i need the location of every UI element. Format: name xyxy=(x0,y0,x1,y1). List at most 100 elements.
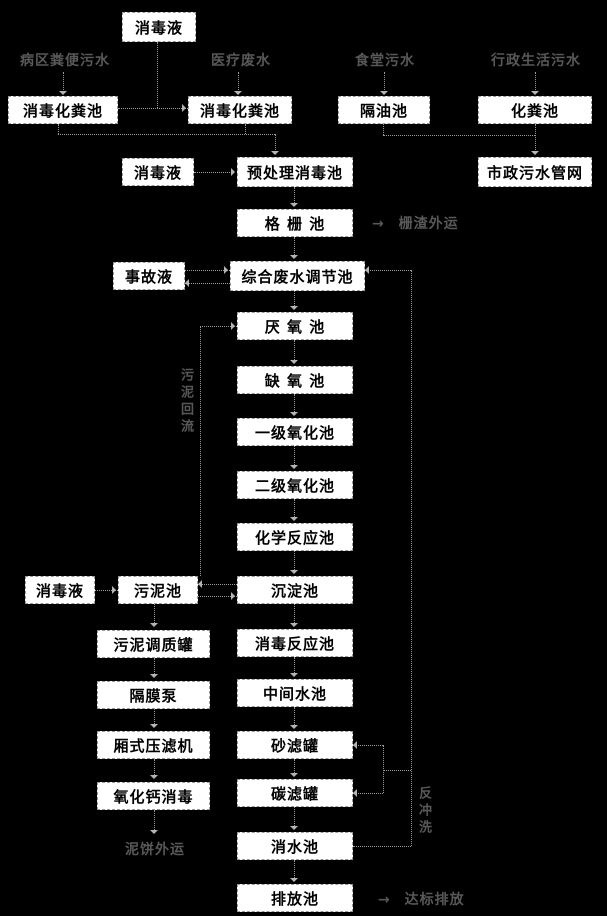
connector xyxy=(200,326,201,576)
node-accident: 事故液 xyxy=(113,262,185,290)
arrowhead xyxy=(290,465,298,469)
annotation-backwash: 反冲洗 xyxy=(416,786,431,837)
connector xyxy=(200,326,237,327)
arrowhead xyxy=(59,91,67,95)
annotation-screen-residue: → 栅渣外运 xyxy=(372,216,459,232)
arrowhead xyxy=(290,203,298,207)
connector xyxy=(294,707,295,727)
node-discharge: 排放池 xyxy=(237,884,353,912)
source-label-ward-fecal: 病区粪便污水 xyxy=(20,53,110,69)
connector xyxy=(294,807,295,828)
connector xyxy=(383,770,411,771)
node-anoxic: 缺 氧 池 xyxy=(237,366,353,394)
arrowhead xyxy=(290,773,298,777)
node-septic-b: 消毒化粪池 xyxy=(188,96,292,124)
connector xyxy=(58,134,275,135)
arrowhead xyxy=(185,279,189,287)
connector xyxy=(198,584,237,585)
connector xyxy=(353,745,383,746)
arrowhead xyxy=(198,580,202,588)
connector xyxy=(411,270,412,846)
node-diaphragm-pump: 隔膜泵 xyxy=(97,681,210,709)
connector xyxy=(294,291,295,308)
arrowhead xyxy=(290,412,298,416)
node-sludge-tank: 污泥池 xyxy=(118,576,198,604)
source-label-admin: 行政生活污水 xyxy=(491,53,581,69)
connector xyxy=(294,340,295,362)
connector xyxy=(154,658,155,676)
node-sand-filter: 砂滤罐 xyxy=(237,731,353,759)
connector xyxy=(294,446,295,467)
node-oxidation2: 二级氧化池 xyxy=(237,471,353,499)
arrowhead xyxy=(150,775,158,779)
node-pretreat: 预处理消毒池 xyxy=(237,157,353,187)
connector xyxy=(294,759,295,775)
arrowhead xyxy=(231,592,235,600)
connector xyxy=(185,270,230,271)
node-disinfectant-mid: 消毒液 xyxy=(122,158,194,186)
node-disinfectant-left: 消毒液 xyxy=(25,576,95,604)
connector xyxy=(157,42,158,108)
connector xyxy=(154,604,155,625)
node-grid: 格 栅 池 xyxy=(237,209,353,237)
node-clear-water: 消水池 xyxy=(237,832,353,860)
connector xyxy=(294,187,295,205)
connector xyxy=(294,237,295,257)
connector xyxy=(294,860,295,880)
connector xyxy=(383,135,535,136)
arrowhead xyxy=(290,725,298,729)
connector xyxy=(353,793,383,794)
connector xyxy=(535,72,536,94)
node-carbon-filter: 碳滤罐 xyxy=(237,779,353,807)
connector xyxy=(95,590,118,591)
arrowhead xyxy=(290,826,298,830)
connector xyxy=(154,709,155,726)
node-chemical: 化学反应池 xyxy=(237,523,353,551)
arrowhead xyxy=(290,360,298,364)
arrowhead xyxy=(290,623,298,627)
source-label-medical: 医疗废水 xyxy=(211,53,271,69)
arrowhead xyxy=(290,517,298,521)
arrow-glyph: → xyxy=(378,892,391,908)
arrowhead xyxy=(231,322,235,330)
node-oxidation1: 一级氧化池 xyxy=(237,418,353,446)
node-septic-a: 消毒化粪池 xyxy=(8,96,118,124)
arrowhead xyxy=(531,151,539,155)
arrowhead xyxy=(290,255,298,259)
arrowhead xyxy=(150,623,158,627)
arrowhead xyxy=(290,878,298,882)
arrowhead xyxy=(150,830,158,834)
node-grease-trap: 隔油池 xyxy=(338,96,430,124)
connector xyxy=(198,596,237,597)
connector xyxy=(294,394,295,414)
node-disinfectant-top: 消毒液 xyxy=(122,12,196,42)
arrowhead xyxy=(353,741,357,749)
arrowhead xyxy=(290,306,298,310)
connector xyxy=(245,124,246,134)
node-regulating: 综合废水调节池 xyxy=(230,261,365,291)
connector xyxy=(294,499,295,519)
node-septic-c: 化粪池 xyxy=(478,96,592,124)
node-disinfect-reaction: 消毒反应池 xyxy=(237,629,353,657)
connector xyxy=(194,172,232,173)
arrowhead xyxy=(365,266,369,274)
connector xyxy=(238,72,239,94)
connector xyxy=(383,745,384,793)
source-label-canteen: 食堂污水 xyxy=(355,53,415,69)
connector xyxy=(185,283,230,284)
connector xyxy=(275,134,276,154)
arrowhead xyxy=(150,724,158,728)
annotation-standard-discharge: → 达标排放 xyxy=(378,892,465,908)
connector xyxy=(535,124,536,154)
arrowhead xyxy=(271,151,279,155)
arrowhead xyxy=(380,91,388,95)
connector xyxy=(353,846,411,847)
arrowhead xyxy=(182,104,186,112)
node-sludge-conditioning: 污泥调质罐 xyxy=(97,630,210,658)
arrowhead xyxy=(531,91,539,95)
connector xyxy=(383,124,384,135)
arrowhead xyxy=(224,266,228,274)
arrowhead xyxy=(231,168,235,176)
connector xyxy=(154,759,155,777)
